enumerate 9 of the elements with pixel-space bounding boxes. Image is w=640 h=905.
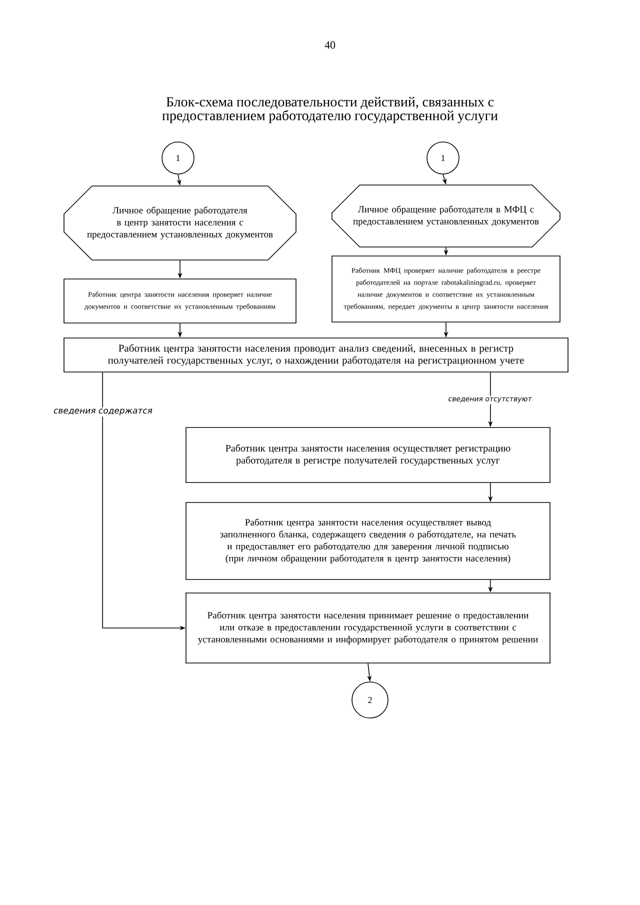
process-box: Работник центра занятости населения принимает решение о предоставлении или отказе в предоставлении государственной услуги в соответствии с установленными основаниями и информирует работодателя о принятом решении [186, 592, 550, 664]
octagon-box: Личное обращение работодателя в МФЦ с предоставлением установленных документов [332, 184, 560, 248]
title: Блок-схема последовательности действий, связанных с предоставлением работодателю государственной услуги [162, 96, 498, 124]
page-number: 40 [324, 41, 336, 49]
process-box: Работник центра занятости населения осуществляет регистрацию работодателя в регистре получателей государственных услуг [186, 427, 550, 483]
edge-label: сведения содержатся [52, 407, 154, 417]
octagon-box: Личное обращение работодателя в центр занятости населения с предоставлением установленных документов [64, 186, 296, 260]
process-box: Работник центра занятости населения осуществляет вывод заполненного бланка, содержащего сведения о работодателе, на печать и предоставляет его работодателю для заверения личной подписью (при личном обращении работодателя в центр занятости населения) [186, 502, 550, 580]
process-box: Работник центра занятости населения проводит анализ сведений, внесенных в регистр получателей государственных услуг, о нахождении работодателя на регистрационном учете [64, 338, 568, 372]
